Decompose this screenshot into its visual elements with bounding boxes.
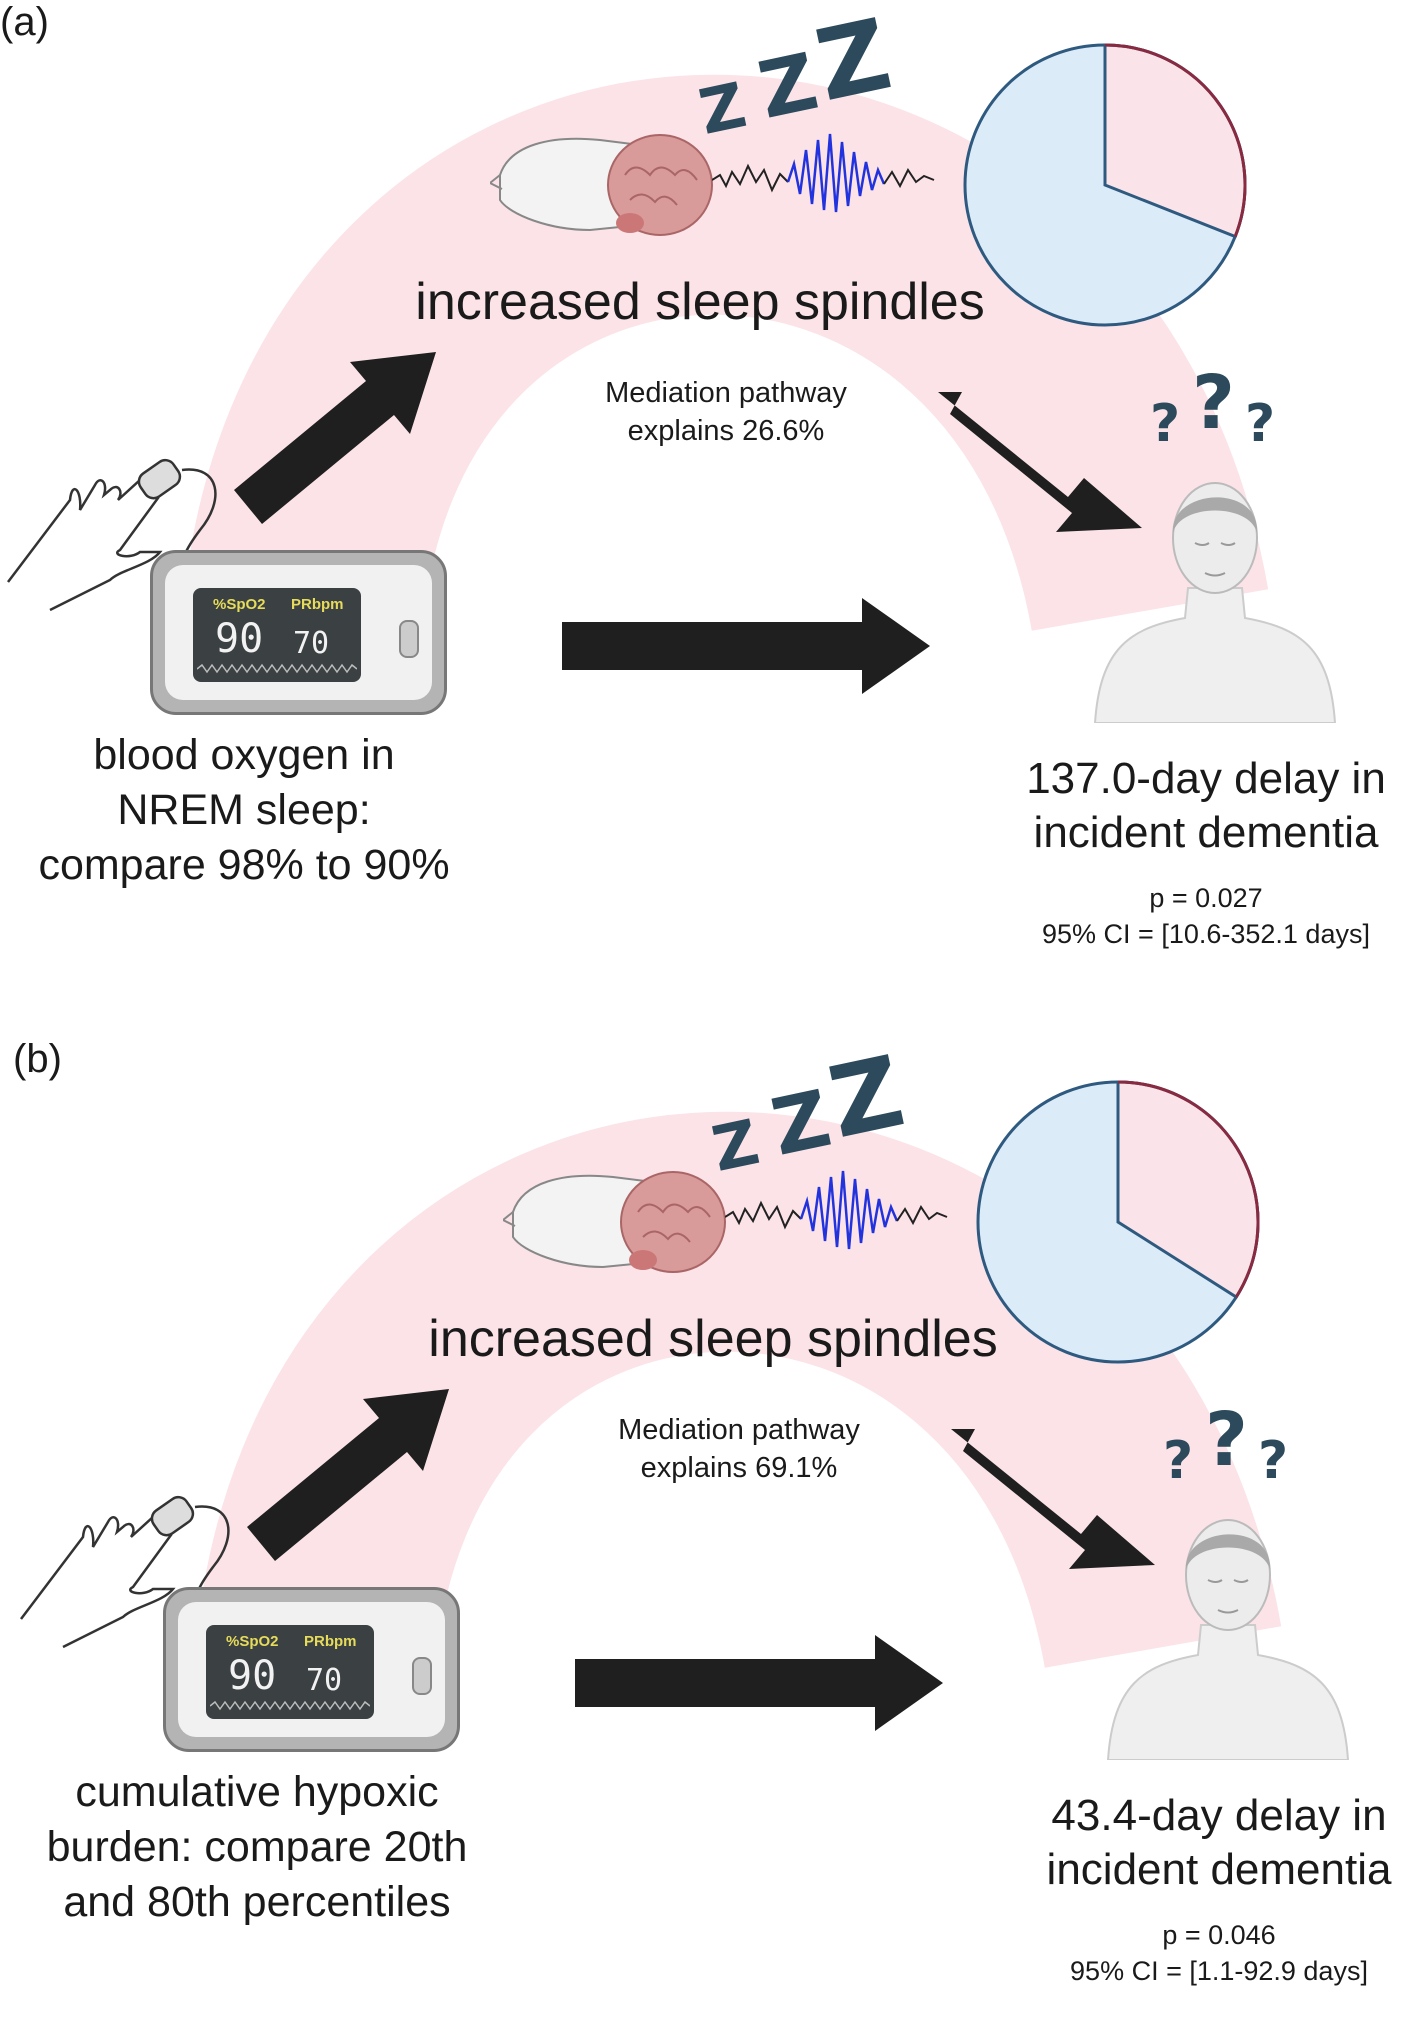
- panel-a: (a) Z Z Z increased sleep spindles Media…: [0, 0, 1413, 1000]
- panel-b: (b) Z Z Z increased sleep spindles Media…: [13, 1035, 1413, 2037]
- confidence-interval: 95% CI = [10.6-352.1 days]: [1042, 919, 1370, 949]
- arrow-mediator-to-outcome: [951, 1429, 1155, 1569]
- outcome-text: 43.4-day delay in incident dementia: [1047, 1789, 1392, 1897]
- question-mark-icon: ?: [1192, 360, 1235, 446]
- person-icon: [1093, 482, 1337, 723]
- outcome-text: 137.0-day delay in incident dementia: [1026, 752, 1386, 860]
- exposure-line: compare 98% to 90%: [38, 841, 450, 889]
- pie-slice-mediated-edge: [1117, 1080, 1260, 1298]
- pulse-oximeter-icon: %SpO2 PRbpm 90 70: [150, 550, 447, 715]
- p-value: p = 0.046: [1162, 1920, 1276, 1950]
- arrows: [247, 1389, 1155, 1731]
- pie-slice-mediated-edge: [1104, 43, 1247, 238]
- arrow-direct-effect: [575, 1635, 943, 1731]
- pulse-oximeter-icon: %SpO2 PRbpm 90 70: [163, 1587, 460, 1752]
- spo2-value: 90: [215, 616, 264, 662]
- exposure-text: blood oxygen in NREM sleep: compare 98% …: [38, 728, 449, 893]
- mediation-text: Mediation pathway explains 69.1%: [618, 1411, 860, 1487]
- sleeping-head-icon: [503, 1171, 726, 1273]
- outcome-line: 43.4-day delay in: [1051, 1791, 1387, 1840]
- spo2-label: %SpO2: [226, 1633, 279, 1650]
- mediation-line-1: Mediation pathway: [618, 1414, 860, 1446]
- pr-value: 70: [306, 1663, 343, 1698]
- arrow-direct-effect: [562, 598, 930, 694]
- sleeping-head-icon: [490, 134, 713, 236]
- outcome-line: incident dementia: [1046, 1845, 1392, 1894]
- arrow-exposure-to-mediator: [234, 352, 436, 524]
- oximeter-button: [412, 1657, 432, 1695]
- person-icon: [1106, 1519, 1350, 1760]
- pr-value: 70: [293, 626, 330, 661]
- arrow-mediator-to-outcome: [938, 392, 1142, 532]
- question-mark-icon: ?: [1150, 394, 1181, 454]
- oximeter-screen: %SpO2 PRbpm 90 70: [193, 588, 361, 682]
- mediator-label: increased sleep spindles: [428, 1310, 998, 1368]
- exposure-line: cumulative hypoxic: [75, 1768, 439, 1816]
- eeg-spindle-wave-icon: [712, 133, 935, 213]
- pr-label: PRbpm: [304, 1633, 357, 1650]
- mediation-text: Mediation pathway explains 26.6%: [605, 374, 847, 450]
- exposure-line: NREM sleep:: [117, 786, 371, 834]
- question-mark-icon: ?: [1205, 1397, 1248, 1483]
- mediation-pie-chart: [963, 43, 1247, 327]
- eeg-spindle-wave-icon: [725, 1170, 948, 1250]
- statistics: p = 0.046 95% CI = [1.1-92.9 days]: [1070, 1917, 1368, 1989]
- spo2-value: 90: [228, 1653, 277, 1699]
- mediation-line-1: Mediation pathway: [605, 377, 847, 409]
- pr-label: PRbpm: [291, 596, 344, 613]
- exposure-line: and 80th percentiles: [63, 1878, 451, 1926]
- question-mark-icon: ?: [1258, 1431, 1289, 1491]
- p-value: p = 0.027: [1149, 883, 1263, 913]
- statistics: p = 0.027 95% CI = [10.6-352.1 days]: [1042, 880, 1370, 952]
- oximeter-button: [399, 620, 419, 658]
- panel-label: (b): [13, 1037, 62, 1081]
- outcome-line: incident dementia: [1033, 808, 1379, 857]
- question-mark-icon: ?: [1245, 394, 1276, 454]
- exposure-line: burden: compare 20th: [46, 1823, 468, 1871]
- mediation-pie-chart: [976, 1080, 1260, 1364]
- panel-label: (a): [0, 0, 49, 44]
- mediation-line-2: explains 69.1%: [640, 1452, 838, 1484]
- oximeter-screen: %SpO2 PRbpm 90 70: [206, 1625, 374, 1719]
- hand-icon: [20, 1495, 230, 1649]
- spo2-label: %SpO2: [213, 596, 266, 613]
- mediator-label: increased sleep spindles: [415, 273, 985, 331]
- question-mark-icon: ?: [1163, 1431, 1194, 1491]
- outcome-line: 137.0-day delay in: [1026, 754, 1386, 803]
- exposure-text: cumulative hypoxic burden: compare 20th …: [47, 1765, 468, 1930]
- arrow-exposure-to-mediator: [247, 1389, 449, 1561]
- arrows: [234, 352, 1142, 694]
- exposure-line: blood oxygen in: [93, 731, 395, 779]
- mediation-line-2: explains 26.6%: [627, 415, 825, 447]
- confidence-interval: 95% CI = [1.1-92.9 days]: [1070, 1956, 1368, 1986]
